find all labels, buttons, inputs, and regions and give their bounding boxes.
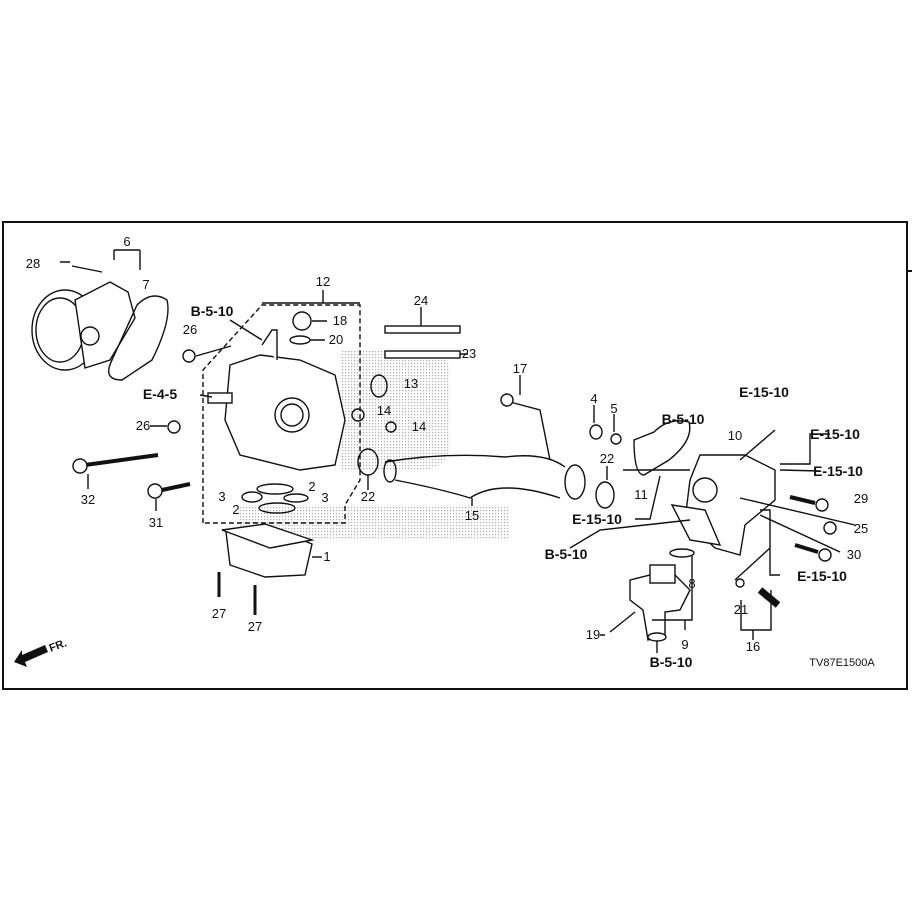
callout-2: 2 xyxy=(308,479,316,494)
water-pump xyxy=(31,281,136,371)
callout-26: 26 xyxy=(135,418,151,433)
callout-12: 12 xyxy=(315,274,331,289)
reference-link[interactable]: B-5-10 xyxy=(190,303,234,319)
callout-17: 17 xyxy=(512,361,528,376)
reference-link[interactable]: E-15-10 xyxy=(797,568,847,584)
reference-link[interactable]: E-4-5 xyxy=(142,386,178,402)
water-pump-gasket xyxy=(108,295,169,381)
callout-3: 3 xyxy=(218,489,226,504)
frame-right-edge xyxy=(906,221,908,690)
reference-link[interactable]: E-15-10 xyxy=(810,426,860,442)
callout-14: 14 xyxy=(376,403,392,418)
callout-8: 8 xyxy=(688,576,696,591)
callout-18: 18 xyxy=(332,313,348,328)
frame-tick xyxy=(906,270,912,272)
water-passage xyxy=(207,329,346,471)
callout-26: 26 xyxy=(182,322,198,337)
callout-5: 5 xyxy=(610,401,618,416)
callout-11: 11 xyxy=(634,487,648,502)
callout-22: 22 xyxy=(599,451,615,466)
diagram-code: TV87E1500A xyxy=(809,657,875,669)
diagram-frame xyxy=(2,221,906,690)
callout-31: 31 xyxy=(148,515,164,530)
reference-link[interactable]: E-15-10 xyxy=(739,384,789,400)
reference-link[interactable]: B-5-10 xyxy=(544,546,588,562)
callout-13: 13 xyxy=(403,376,419,391)
callout-32: 32 xyxy=(80,492,96,507)
reference-link[interactable]: B-5-10 xyxy=(649,654,693,670)
reference-link[interactable]: B-5-10 xyxy=(661,411,705,427)
callout-9: 9 xyxy=(681,637,689,652)
reference-link[interactable]: E-15-10 xyxy=(572,511,622,527)
callout-21: 21 xyxy=(733,602,749,617)
reference-link[interactable]: E-15-10 xyxy=(813,463,863,479)
callout-19: 19 xyxy=(585,627,601,642)
water-hose xyxy=(384,454,566,499)
thermostat-housing xyxy=(670,454,776,556)
callout-22: 22 xyxy=(360,489,376,504)
callout-3: 3 xyxy=(321,490,329,505)
oil-cooler xyxy=(221,523,315,578)
callout-10: 10 xyxy=(727,428,743,443)
callout-7: 7 xyxy=(142,277,150,292)
callout-23: 23 xyxy=(461,346,477,361)
callout-1: 1 xyxy=(323,549,331,564)
thermostat-cover xyxy=(629,564,691,642)
callout-6: 6 xyxy=(123,234,131,249)
callout-30: 30 xyxy=(846,547,862,562)
callout-29: 29 xyxy=(853,491,869,506)
callout-4: 4 xyxy=(590,391,598,406)
callout-2: 2 xyxy=(232,502,240,517)
callout-27: 27 xyxy=(247,619,263,634)
callout-27: 27 xyxy=(211,606,227,621)
callout-20: 20 xyxy=(328,332,344,347)
assembly-bracket-12 xyxy=(202,304,361,524)
callout-14: 14 xyxy=(411,419,427,434)
callout-28: 28 xyxy=(25,256,41,271)
callout-16: 16 xyxy=(745,639,761,654)
callout-24: 24 xyxy=(413,293,429,308)
front-arrow-icon xyxy=(14,645,48,667)
callout-15: 15 xyxy=(464,508,480,523)
callout-25: 25 xyxy=(853,521,869,536)
